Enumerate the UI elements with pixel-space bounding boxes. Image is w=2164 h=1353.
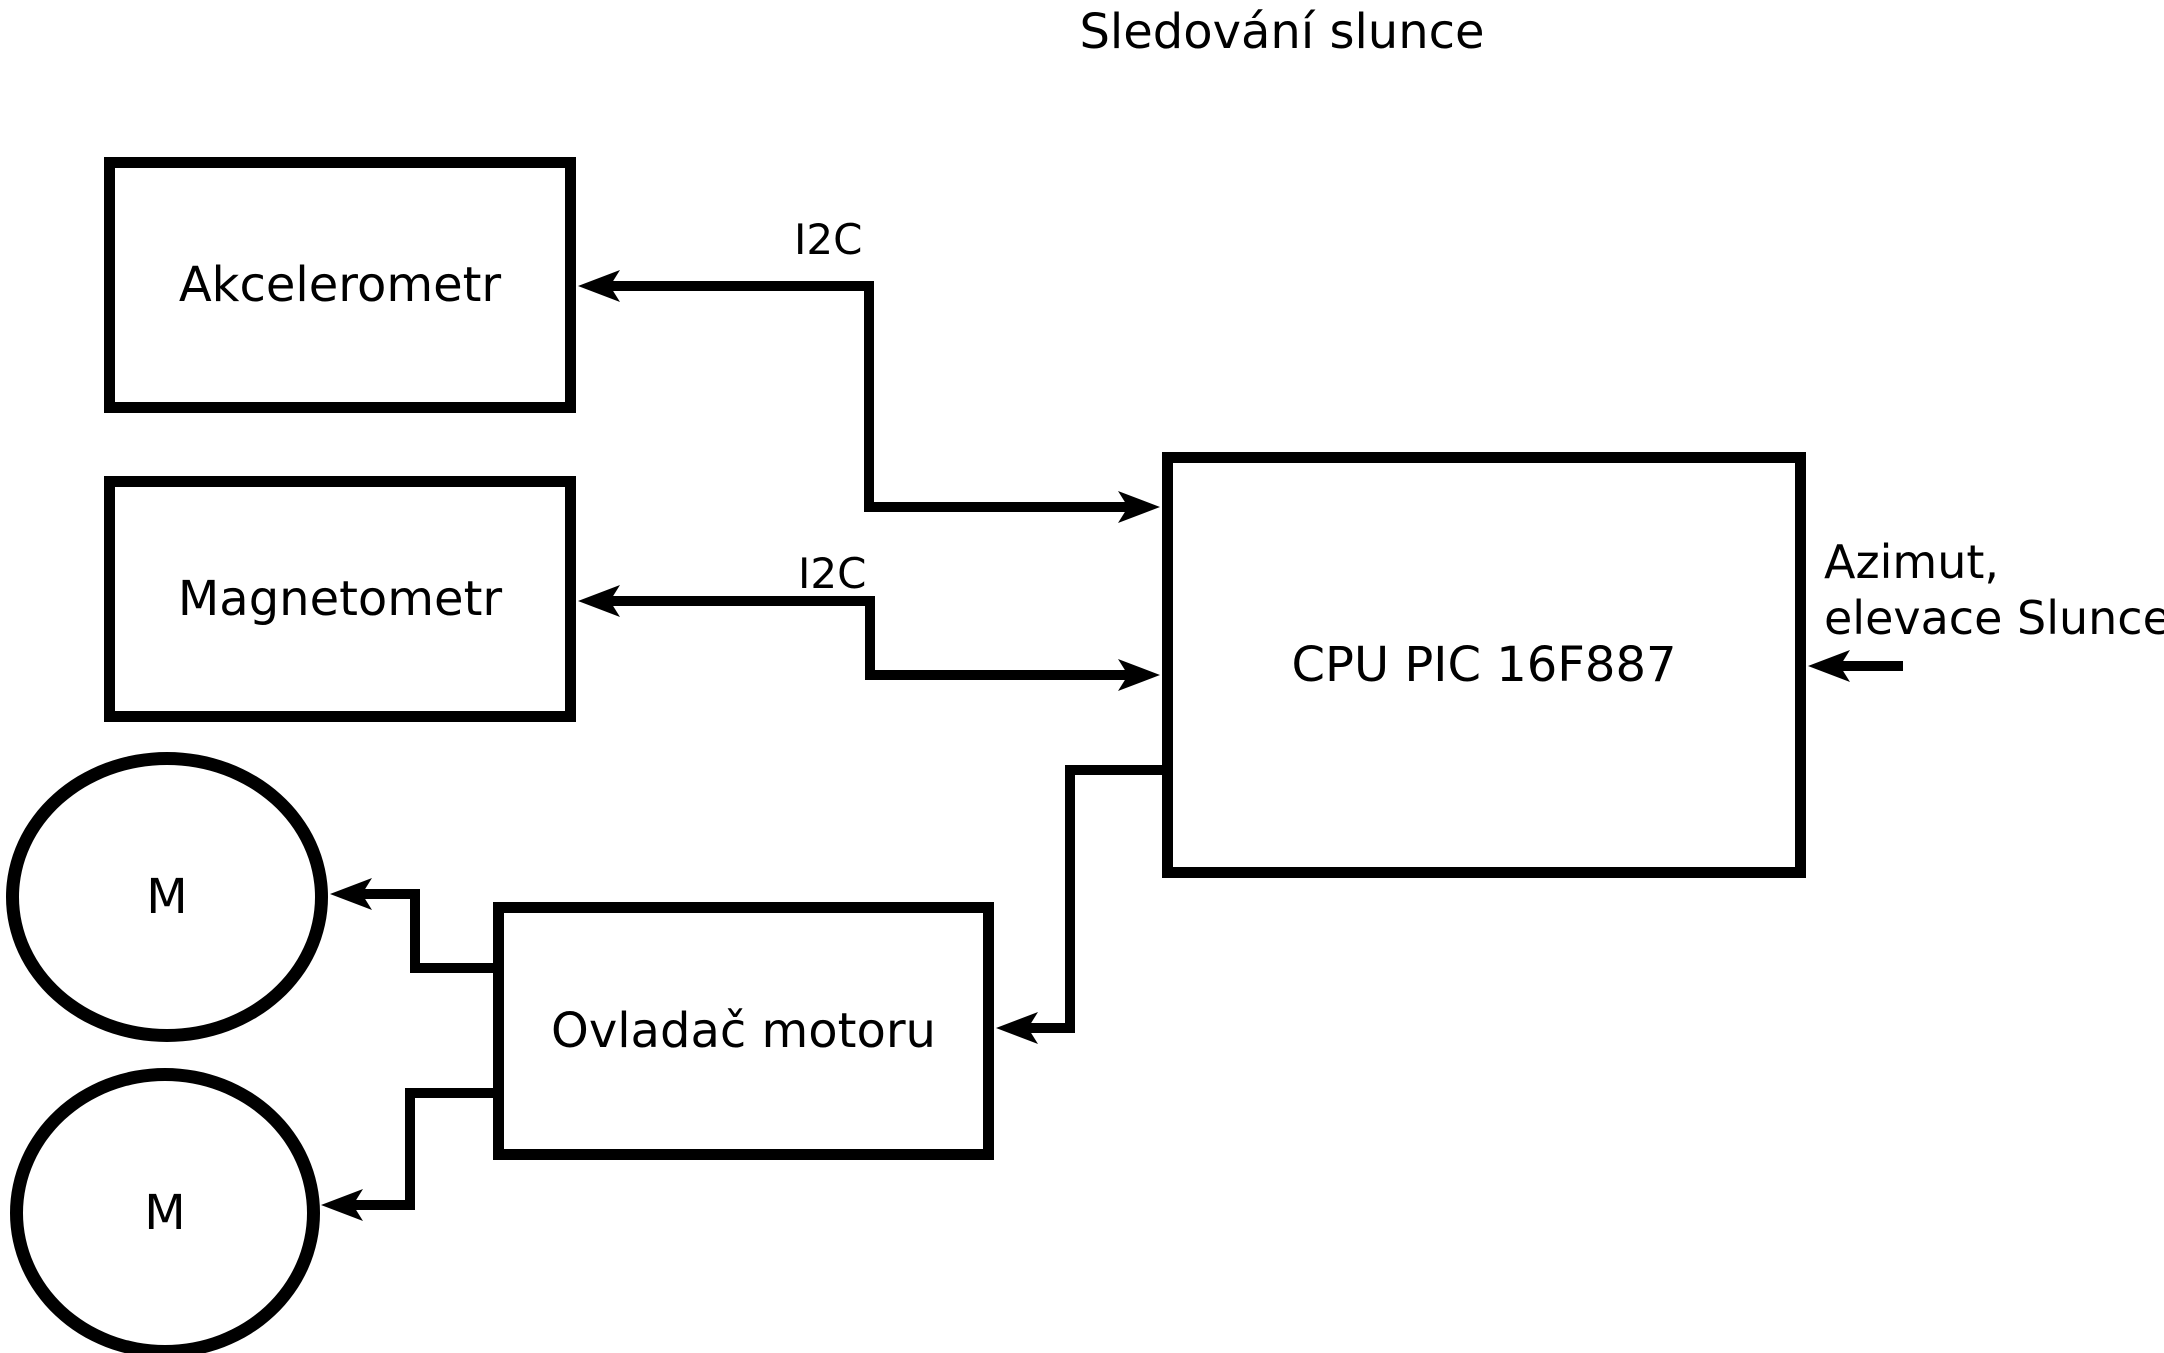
- arrowhead-into-magnetometr: [578, 585, 620, 617]
- label-azimut-line2: elevace Slunce: [1824, 591, 2164, 645]
- block-akcelerometr: Akcelerometr: [104, 157, 576, 413]
- arrowhead-into-cpu-right: [1808, 650, 1850, 682]
- arrow-cpu-ovladac-line: [1028, 765, 1162, 1033]
- diagram-title: Sledování slunce: [1079, 4, 1485, 60]
- label-i2c-top: I2C: [794, 215, 863, 264]
- block-cpu-label: CPU PIC 16F887: [1291, 636, 1677, 693]
- label-azimut-line1: Azimut,: [1824, 535, 2000, 589]
- block-magnetometr: Magnetometr: [104, 476, 576, 722]
- motor1-circle: M: [6, 752, 328, 1042]
- block-motor-controller: Ovladač motoru: [493, 902, 994, 1160]
- arrowhead-into-cpu-top: [1118, 491, 1160, 523]
- arrowhead-into-motor2: [321, 1189, 363, 1221]
- arrow-ovladac-motor1-line: [362, 889, 493, 973]
- arrowhead-into-cpu-middle: [1118, 659, 1160, 691]
- arrow-cpu-magnetometr-line: [610, 596, 1128, 680]
- motor1-label: M: [146, 869, 188, 925]
- motor2-circle: M: [10, 1068, 320, 1353]
- arrowhead-into-ovladac: [996, 1012, 1038, 1044]
- block-magnetometr-label: Magnetometr: [177, 570, 503, 627]
- label-i2c-bottom: I2C: [798, 549, 867, 598]
- arrow-cpu-akcelerometr-line: [610, 281, 1128, 512]
- block-cpu: CPU PIC 16F887: [1162, 452, 1806, 878]
- arrowhead-into-akcelerometr: [578, 270, 620, 302]
- label-azimut-elevace: Azimut, elevace Slunce: [1824, 534, 2164, 646]
- block-motor-controller-label: Ovladač motoru: [551, 1002, 936, 1059]
- motor2-label: M: [144, 1185, 186, 1241]
- block-akcelerometr-label: Akcelerometr: [178, 256, 502, 313]
- arrowhead-into-motor1: [330, 878, 372, 910]
- arrow-ovladac-motor2-line: [353, 1088, 493, 1210]
